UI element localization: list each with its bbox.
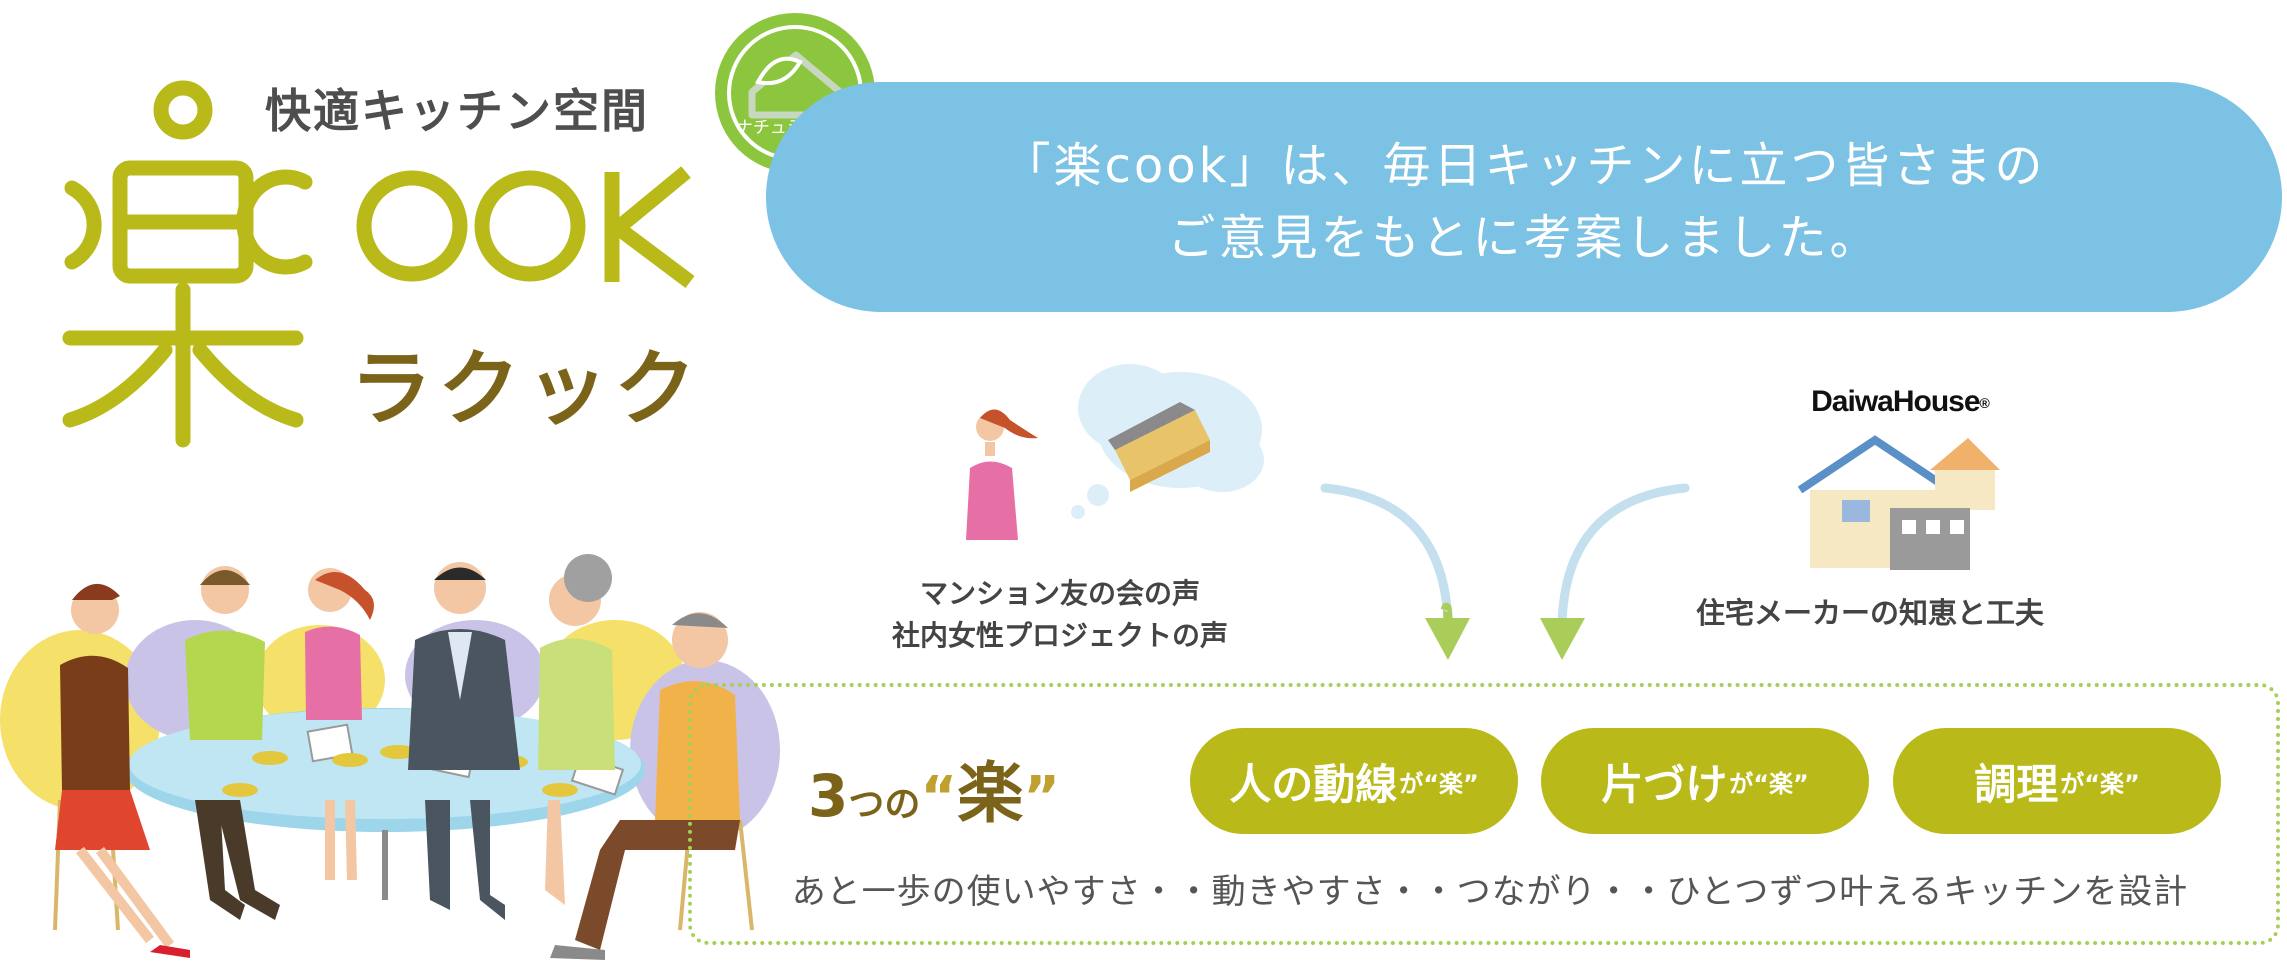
registered-mark: ®	[1979, 395, 1990, 412]
daiwa-house-logo-text: DaiwaHouse	[1811, 385, 1980, 418]
feature-pill-cooking: 調理が“楽”	[1893, 728, 2221, 834]
tagline: 快適キッチン空間	[265, 84, 649, 138]
logo-kana: ラクック	[350, 342, 703, 437]
heading-main: 楽	[957, 755, 1024, 832]
feature-ga: が	[1399, 769, 1424, 798]
intro-text: 「楽cook」は、毎日キッチンに立つ皆さまの ご意見をもとに考案しました。	[766, 130, 2282, 274]
three-raku-heading: 3つの“楽”	[808, 740, 1060, 836]
feature-label: 調理	[1974, 759, 2059, 809]
heading-open-quote: “	[920, 765, 958, 830]
feature-pill-tidying: 片づけが“楽”	[1541, 728, 1869, 834]
voice-caption: マンション友の会の声 社内女性プロジェクトの声	[840, 573, 1280, 657]
daiwa-house-logo: DaiwaHouse®	[1770, 385, 2030, 419]
intro-line-1: 「楽cook」は、毎日キッチンに立つ皆さまの	[1002, 138, 2046, 194]
heading-number: 3	[808, 762, 849, 830]
intro-line-2: ご意見をもとに考案しました。	[1167, 210, 1881, 266]
feature-raku: “楽”	[1423, 769, 1479, 798]
feature-ga: が	[2060, 769, 2085, 798]
intro-bubble: 「楽cook」は、毎日キッチンに立つ皆さまの ご意見をもとに考案しました。	[766, 82, 2282, 312]
maker-caption: 住宅メーカーの知恵と工夫	[1695, 596, 2044, 630]
thought-bubble	[1071, 364, 1264, 519]
voice-line-2: 社内女性プロジェクトの声	[891, 619, 1228, 652]
feature-raku: “楽”	[1753, 769, 1809, 798]
feature-label: 人の動線	[1229, 759, 1398, 809]
meeting-table-illustration	[0, 554, 780, 960]
feature-ga: が	[1729, 769, 1754, 798]
voice-line-1: マンション友の会の声	[919, 577, 1200, 610]
feature-pill-movement: 人の動線が“楽”	[1190, 728, 1518, 834]
features-panel	[688, 683, 2280, 945]
feature-label: 片づけ	[1601, 759, 1728, 809]
flow-arrows	[1320, 483, 1690, 660]
daiwa-house-illustration	[1797, 435, 2000, 570]
features-summary: あと一歩の使いやすさ・・動きやすさ・・つながり・・ひとつずつ叶えるキッチンを設計	[791, 872, 2189, 912]
thinking-woman-figure	[966, 409, 1038, 540]
heading-close-quote: ”	[1023, 765, 1060, 830]
feature-raku: “楽”	[2084, 769, 2140, 798]
heading-small: つの	[848, 784, 921, 825]
logo-cook-letters	[356, 166, 695, 288]
